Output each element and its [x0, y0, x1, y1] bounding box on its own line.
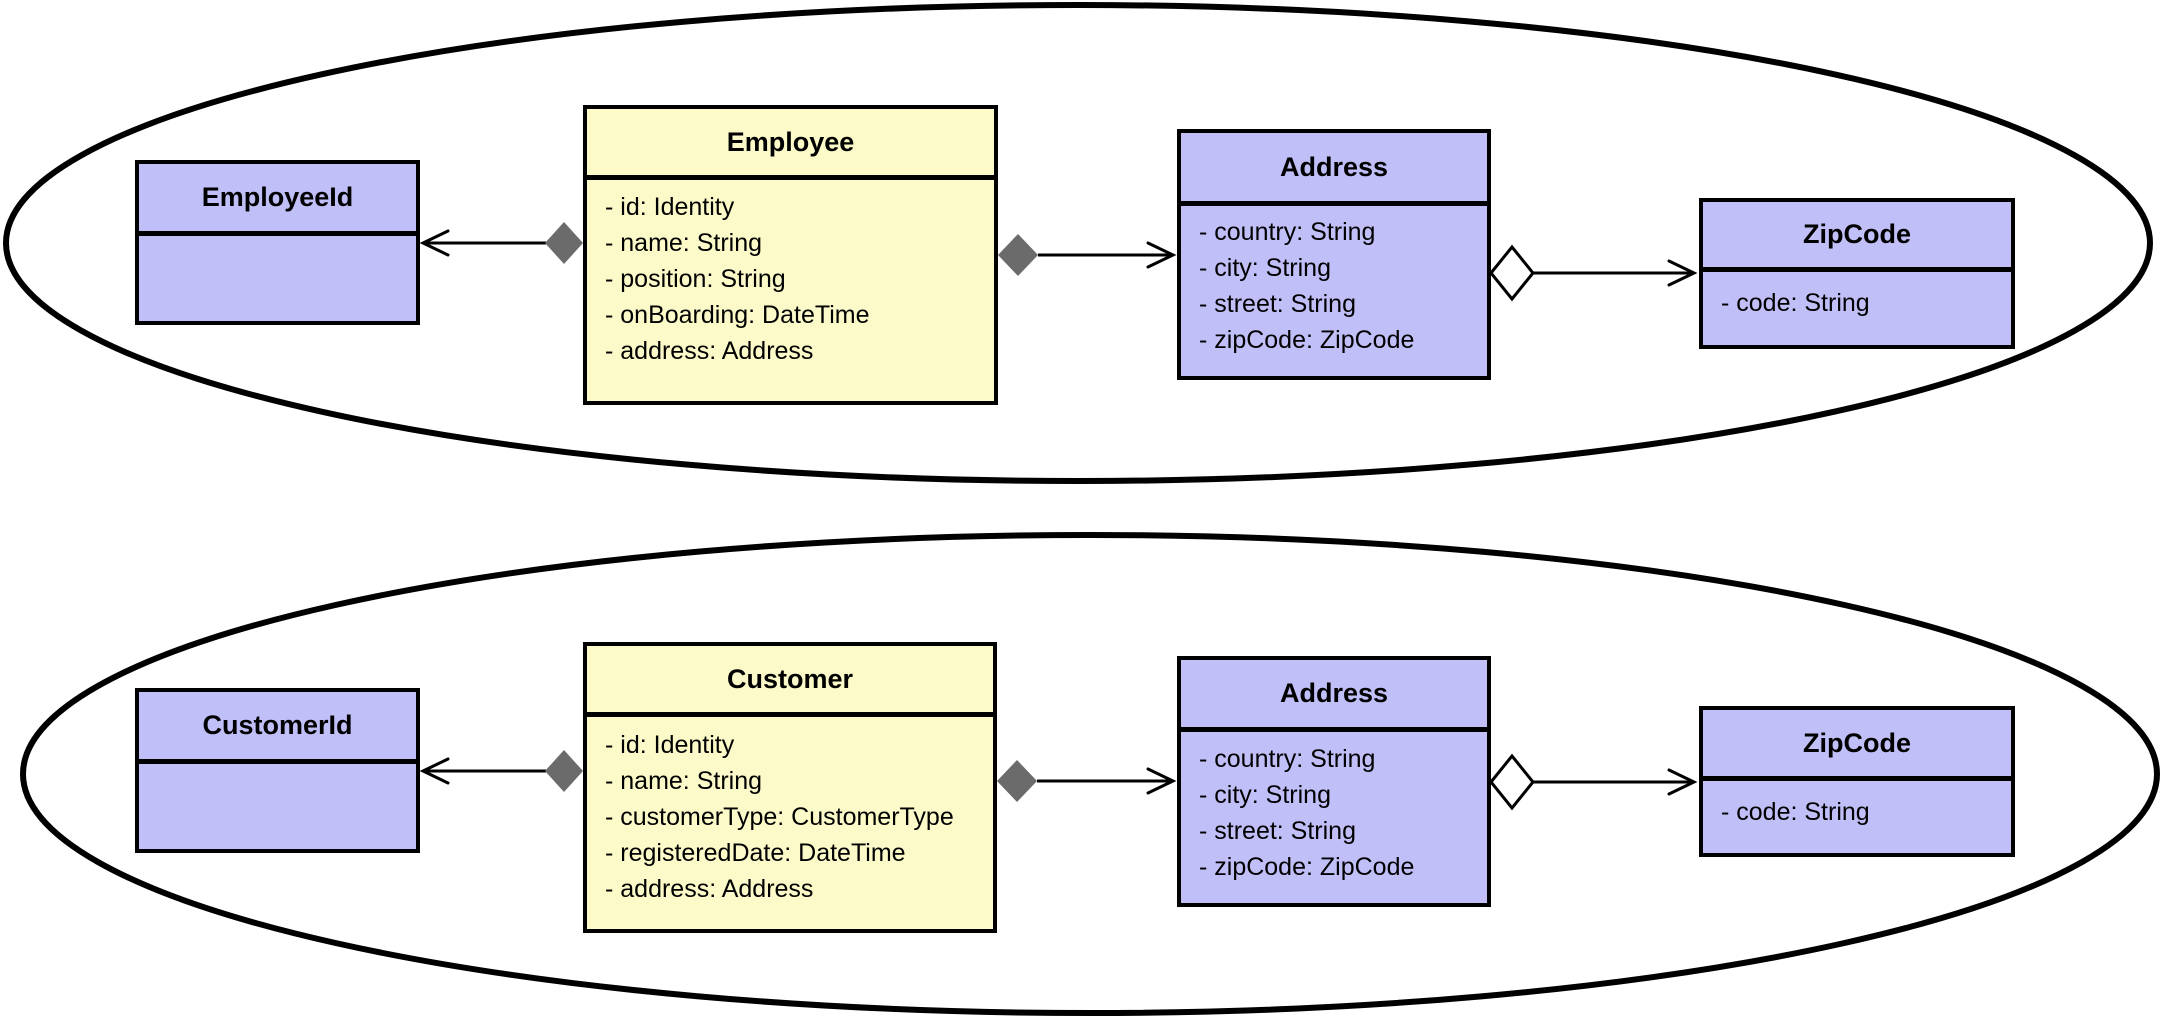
class-box-address-top: Address - country: String - city: String…: [1177, 129, 1491, 380]
class-title: Customer: [726, 663, 854, 694]
class-header: Address: [1181, 660, 1487, 732]
class-attribute: - code: String: [1721, 289, 1870, 317]
class-box-employee: Employee - id: Identity - name: String -…: [583, 105, 998, 405]
class-header: ZipCode: [1703, 202, 2011, 272]
class-title: ZipCode: [1803, 219, 1911, 249]
class-attribute: - address: Address: [605, 875, 814, 903]
class-attribute: - code: String: [1721, 798, 1870, 826]
composition-diamond-icon: [997, 760, 1037, 802]
arrowhead-icon: [1146, 241, 1177, 269]
class-title: ZipCode: [1803, 727, 1911, 758]
class-attribute: - zipCode: ZipCode: [1199, 326, 1415, 354]
class-title: Employee: [726, 126, 855, 157]
class-body: - code: String: [1703, 781, 2011, 830]
class-body: - id: Identity - name: String - customer…: [587, 717, 993, 907]
class-title: Address: [1279, 678, 1389, 708]
top-aggregate-boundary-ellipse: [3, 2, 2153, 484]
class-box-customerid: CustomerId: [135, 688, 420, 853]
class-attribute: - street: String: [1199, 817, 1356, 845]
bottom-aggregate-boundary-ellipse: [20, 532, 2160, 1016]
class-attribute: - name: String: [605, 229, 763, 257]
aggregation-diamond-icon: [1489, 753, 1535, 811]
class-attribute: - country: String: [1199, 745, 1376, 773]
class-attribute: - name: String: [605, 767, 763, 795]
class-attribute: - city: String: [1199, 254, 1331, 282]
class-title: EmployeeId: [201, 182, 354, 212]
class-body: - country: String - city: String - stree…: [1181, 732, 1487, 885]
arrowhead-icon: [419, 229, 450, 257]
class-header: Employee: [587, 109, 994, 180]
class-title: Address: [1279, 151, 1389, 182]
class-body: - country: String - city: String - stree…: [1181, 206, 1487, 358]
class-box-zipcode-bottom: ZipCode - code: String: [1699, 706, 2015, 857]
class-attribute: - customerType: CustomerType: [605, 803, 954, 831]
composition-diamond-icon: [998, 234, 1038, 276]
arrowhead-icon: [1667, 259, 1698, 287]
class-attribute: - address: Address: [605, 337, 814, 365]
arrowhead-icon: [1667, 768, 1698, 796]
class-attribute: - id: Identity: [605, 193, 735, 221]
class-attribute: - position: String: [605, 265, 786, 293]
aggregation-diamond-icon: [1489, 244, 1535, 302]
arrowhead-icon: [1146, 767, 1177, 795]
class-body: - id: Identity - name: String - position…: [587, 180, 994, 369]
class-body: - code: String: [1703, 272, 2011, 321]
class-box-address-bottom: Address - country: String - city: String…: [1177, 656, 1491, 907]
class-attribute: - street: String: [1199, 290, 1356, 318]
class-box-customer: Customer - id: Identity - name: String -…: [583, 642, 997, 933]
composition-diamond-icon: [545, 750, 583, 792]
class-header: Address: [1181, 133, 1487, 206]
class-attribute: - zipCode: ZipCode: [1199, 853, 1415, 881]
class-title: CustomerId: [202, 710, 353, 740]
class-attribute: - city: String: [1199, 781, 1331, 809]
class-attribute: - registeredDate: DateTime: [605, 839, 906, 867]
arrowhead-icon: [419, 757, 450, 785]
class-header: CustomerId: [139, 692, 416, 764]
class-attribute: - id: Identity: [605, 731, 735, 759]
class-header: EmployeeId: [139, 164, 416, 236]
class-header: Customer: [587, 646, 993, 717]
class-attribute: - country: String: [1199, 218, 1376, 246]
class-header: ZipCode: [1703, 710, 2011, 781]
class-box-zipcode-top: ZipCode - code: String: [1699, 198, 2015, 349]
class-attribute: - onBoarding: DateTime: [605, 301, 870, 329]
class-box-employeeid: EmployeeId: [135, 160, 420, 325]
composition-diamond-icon: [545, 222, 583, 264]
